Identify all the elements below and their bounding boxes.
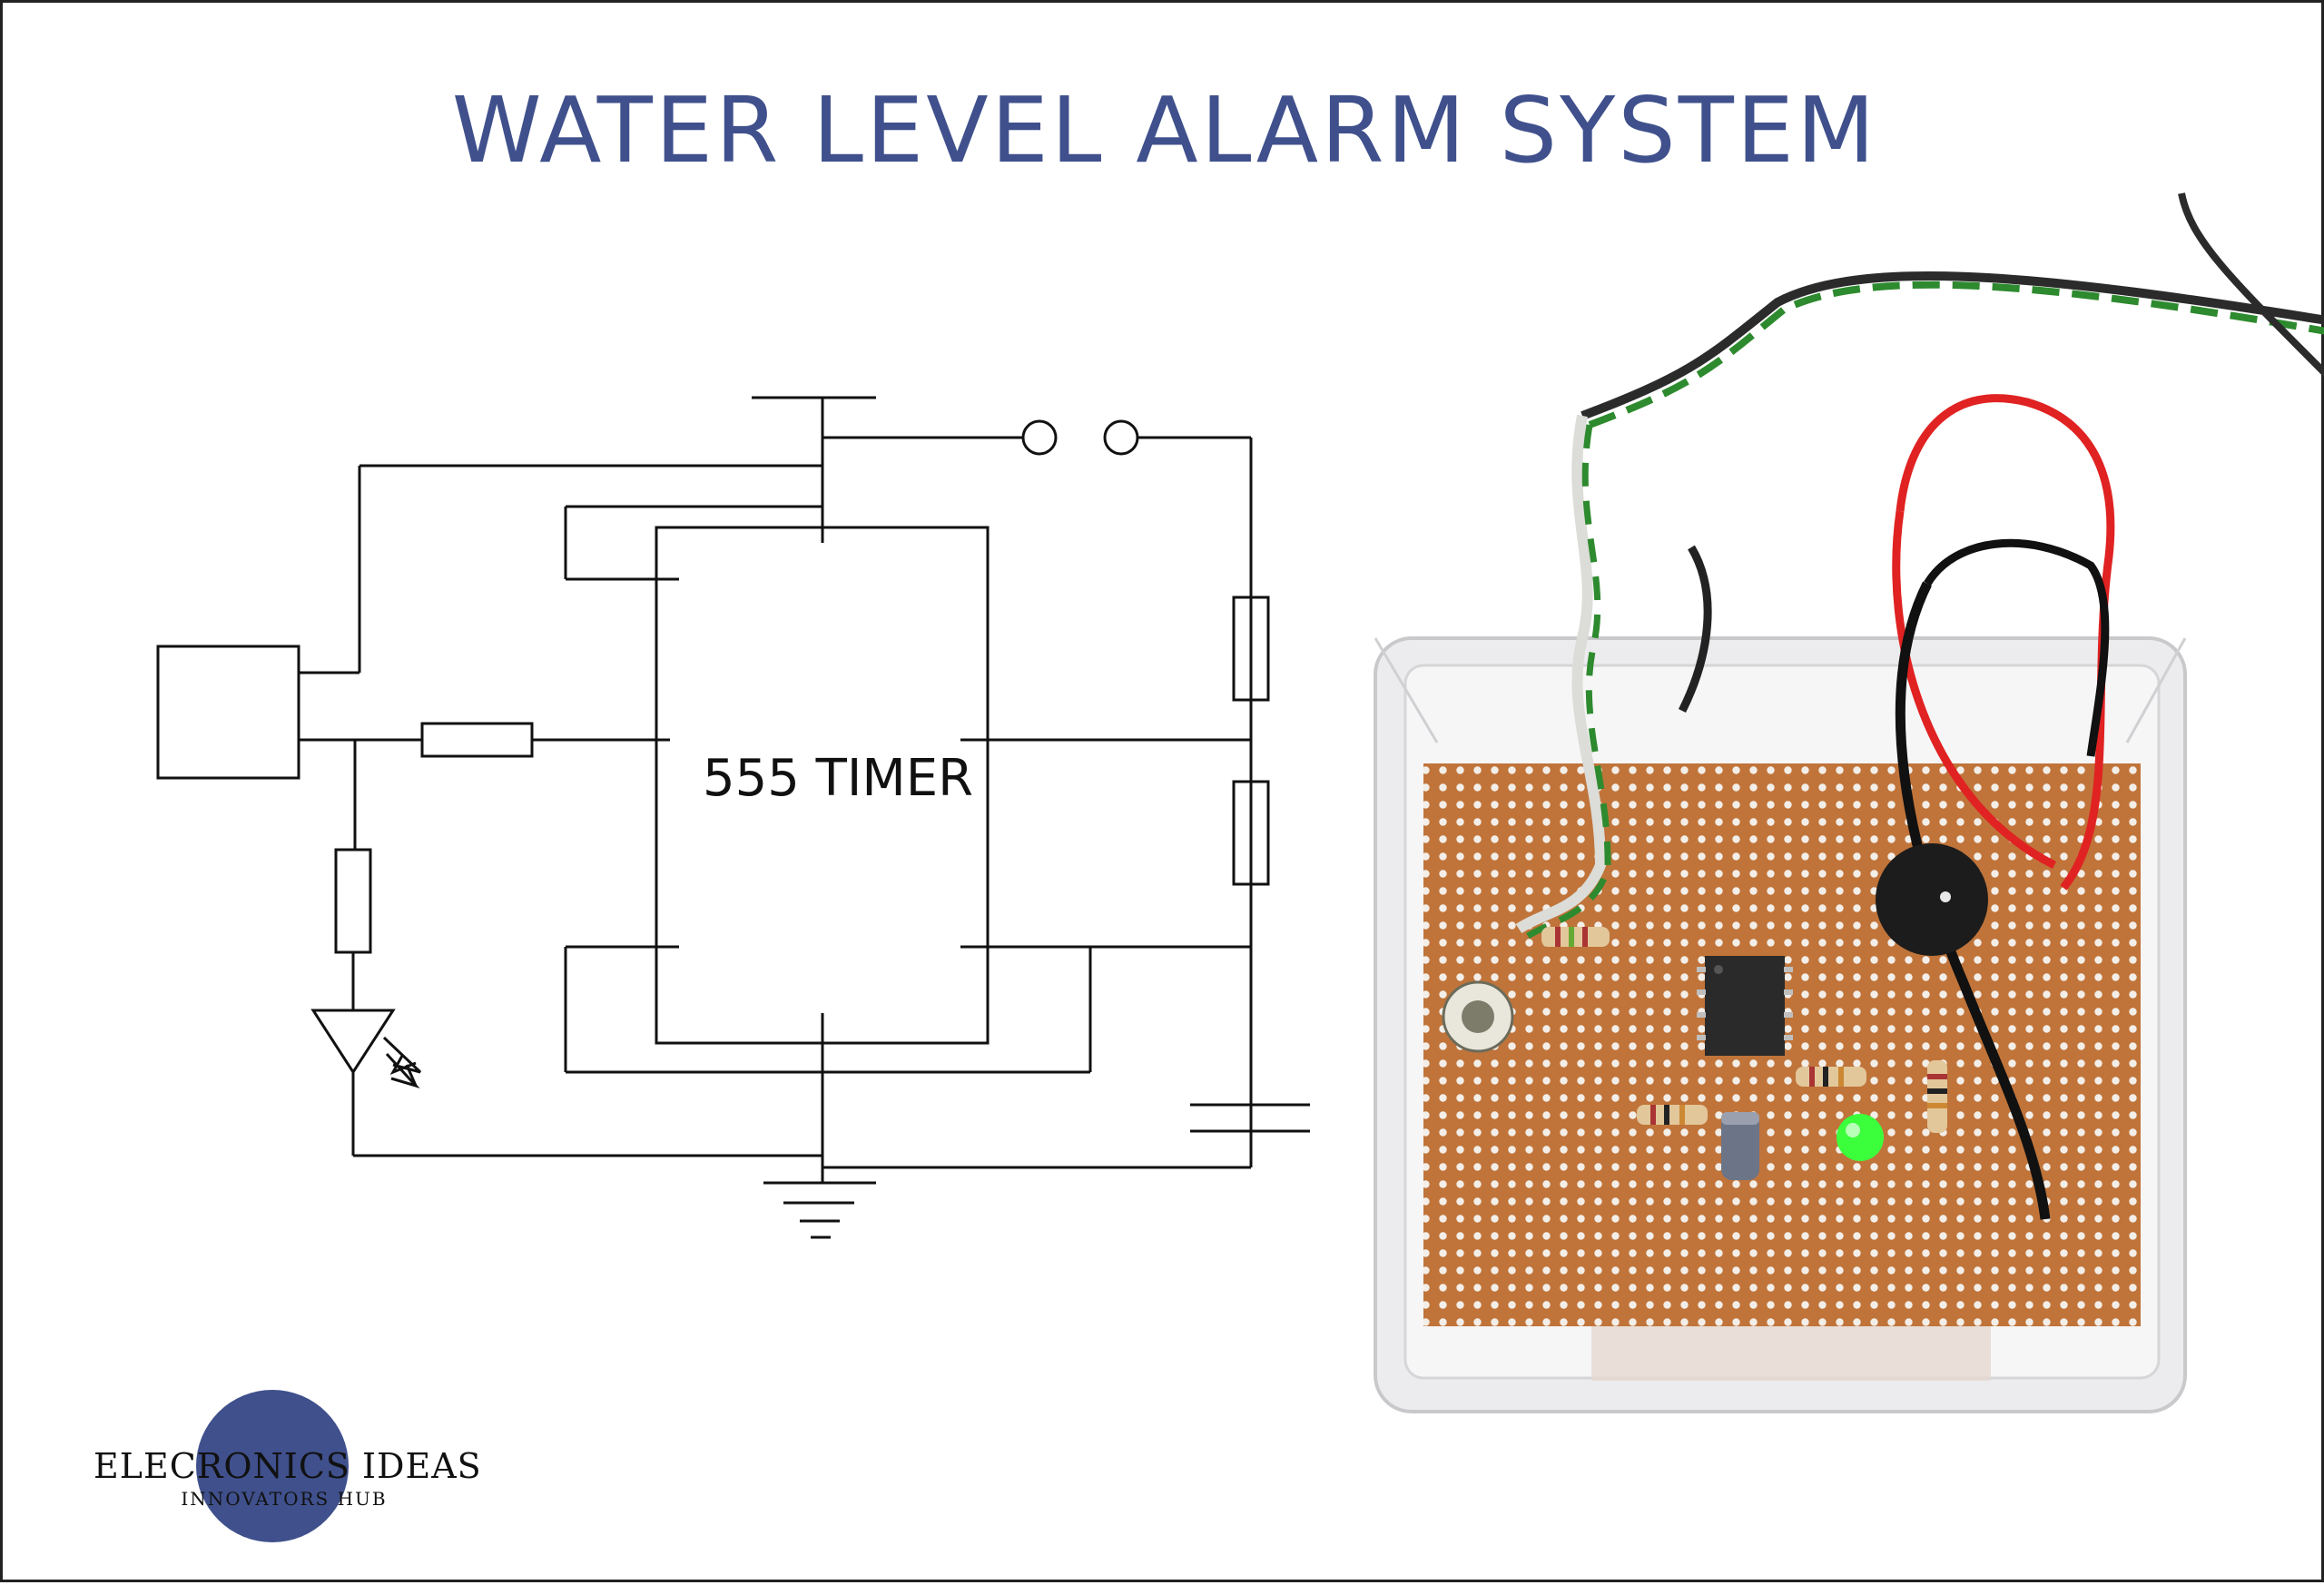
buzzer bbox=[1876, 843, 1988, 956]
circuit-photo bbox=[1374, 192, 2324, 1413]
brand-logo-circle bbox=[196, 1390, 349, 1542]
ic-555-label: 555 TIMER bbox=[702, 749, 974, 808]
page-title: WATER LEVEL ALARM SYSTEM bbox=[451, 77, 1878, 183]
brand-name: ELECRONICS IDEAS bbox=[94, 1446, 482, 1486]
pcb-capacitor bbox=[1721, 1112, 1759, 1180]
brand-tagline: INNOVATORS HUB bbox=[181, 1488, 388, 1510]
resistor-r1 bbox=[1232, 596, 1270, 702]
resistor-r2 bbox=[1232, 780, 1270, 886]
circuit-schematic bbox=[156, 396, 1310, 1239]
water-sensor-block bbox=[156, 645, 300, 780]
led-symbol bbox=[310, 1009, 396, 1075]
brand-logo: ELECRONICS IDEAS INNOVATORS HUB bbox=[94, 1446, 482, 1510]
